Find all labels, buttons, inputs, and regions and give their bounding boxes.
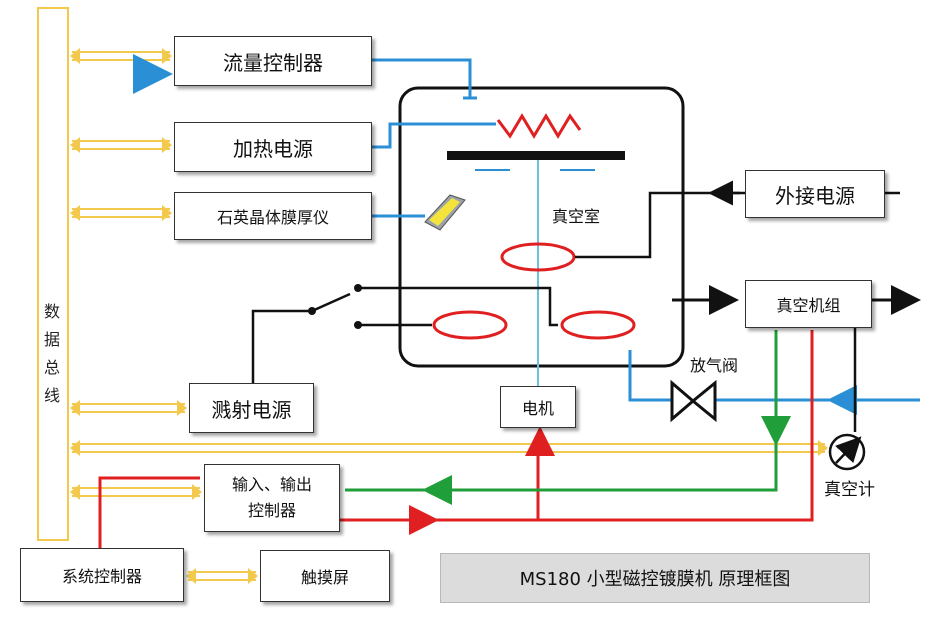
external-power-box: 外接电源	[745, 170, 885, 218]
heating-power-label: 加热电源	[233, 136, 313, 161]
sputter-power-label: 溅射电源	[211, 397, 292, 422]
quartz-meter-label: 石英晶体膜厚仪	[216, 208, 329, 227]
motor-box: 电机	[500, 386, 576, 428]
touch-screen-box: 触摸屏	[260, 550, 390, 602]
target-top	[500, 242, 576, 272]
bus-connectors	[72, 51, 825, 581]
data-bus-label: 数据总线	[43, 302, 60, 405]
vacuum-chamber	[398, 86, 685, 368]
vacuum-gauge-label: 真空计	[824, 480, 875, 500]
heater-element	[496, 113, 582, 139]
caption-text: MS180 小型磁控镀膜机 原理框图	[519, 569, 791, 590]
sputter-power-box: 溅射电源	[189, 383, 314, 433]
external-power-label: 外接电源	[775, 183, 855, 208]
data-bus	[37, 7, 69, 541]
target-left	[432, 310, 508, 340]
vent-valve-icon	[670, 379, 717, 423]
external-power-wire	[575, 191, 900, 259]
system-controller-box: 系统控制器	[20, 548, 184, 602]
vacuum-pump-box: 真空机组	[745, 280, 872, 328]
flow-controller-label: 流量控制器	[223, 50, 323, 75]
touch-screen-label: 触摸屏	[300, 568, 349, 587]
quartz-meter-box: 石英晶体膜厚仪	[174, 192, 372, 240]
green-signal-line	[345, 330, 778, 492]
quartz-sensor-icon	[424, 194, 466, 231]
substrate-plate	[447, 151, 625, 160]
vacuum-gauge-icon	[828, 300, 866, 471]
diagram-caption: MS180 小型磁控镀膜机 原理框图	[440, 553, 870, 603]
target-right	[560, 310, 636, 340]
io-controller-box: 输入、输出 控制器	[204, 464, 340, 532]
sputter-switch	[251, 286, 558, 384]
system-controller-label: 系统控制器	[61, 567, 142, 586]
io-controller-label-line2: 控制器	[247, 501, 296, 520]
vacuum-pump-label: 真空机组	[776, 296, 841, 315]
gas-lines	[372, 58, 920, 402]
motor-label: 电机	[521, 399, 554, 418]
switch-contacts	[308, 284, 362, 329]
io-controller-label-line1: 输入、输出	[231, 475, 312, 494]
vacuum-chamber-label: 真空室	[552, 207, 601, 226]
flow-controller-box: 流量控制器	[174, 36, 372, 86]
vent-valve-label: 放气阀	[690, 356, 739, 375]
heating-power-box: 加热电源	[174, 122, 372, 172]
